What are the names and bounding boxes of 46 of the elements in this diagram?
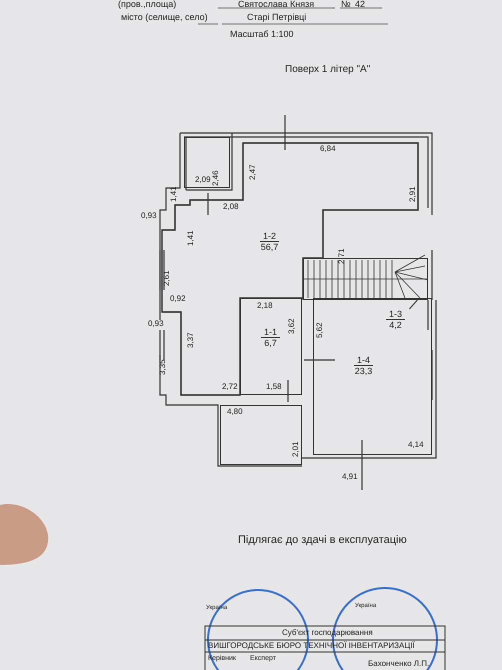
dimension-label: 3,62	[288, 318, 296, 334]
dimension-label: 6,84	[320, 145, 336, 153]
dimension-label: 5,62	[316, 322, 324, 338]
dimension-label: 1,58	[266, 383, 282, 391]
room	[184, 137, 230, 188]
dimension-label: 4,80	[227, 408, 243, 416]
room-number: 1-3	[386, 309, 406, 320]
room-number: 1-2	[260, 231, 280, 242]
dimension-label: 2,08	[223, 203, 239, 211]
street-name: Святослава Князя	[238, 0, 314, 9]
room-number: 1-4	[354, 355, 374, 366]
room-number: 1-1	[261, 327, 280, 338]
room	[240, 298, 302, 395]
street-type-label: (пров.,площа)	[118, 0, 176, 9]
dimension-label: 2,18	[257, 302, 273, 310]
room-area: 4,2	[386, 320, 406, 331]
dimension-label: 1,41	[170, 186, 178, 202]
dimension-label: 2,09	[195, 176, 211, 184]
dimension-label: 2,72	[222, 383, 238, 391]
dimension-label: 2,01	[292, 441, 300, 457]
dimension-label: 3,35	[159, 359, 167, 375]
dimension-label: 2,91	[409, 186, 417, 202]
scale-label: Масштаб 1:100	[230, 30, 294, 39]
floor-label: Поверх 1 літер "А"	[285, 65, 370, 75]
locality-name: Старі Петрівці	[247, 13, 306, 22]
dimension-label: 0,92	[170, 295, 186, 303]
table-text: Бахонченко Л.П.	[368, 660, 430, 668]
dimension-label: 3,37	[187, 332, 195, 348]
note-text: Підлягає до здачі в експлуатацію	[238, 535, 407, 546]
dimension-label: 2,61	[163, 270, 171, 286]
dimension-label: 4,91	[342, 473, 358, 481]
house-number: 42	[355, 0, 366, 9]
locality-type-label: місто (селище, село)	[121, 13, 208, 22]
dimension-label: 2,47	[249, 164, 257, 180]
dimension-label: 2,71	[338, 248, 346, 264]
room-area: 6,7	[261, 338, 280, 349]
room	[220, 405, 302, 465]
dimension-label: 1,41	[187, 230, 195, 246]
dimension-label: 2,46	[212, 170, 220, 186]
number-sign: №	[341, 0, 351, 9]
room-area: 56,7	[260, 242, 280, 253]
dimension-label: 0,93	[148, 320, 164, 328]
leader-line	[408, 300, 418, 310]
room	[313, 298, 432, 455]
room-area: 23,3	[354, 366, 374, 377]
dimension-label: 4,14	[408, 441, 424, 449]
